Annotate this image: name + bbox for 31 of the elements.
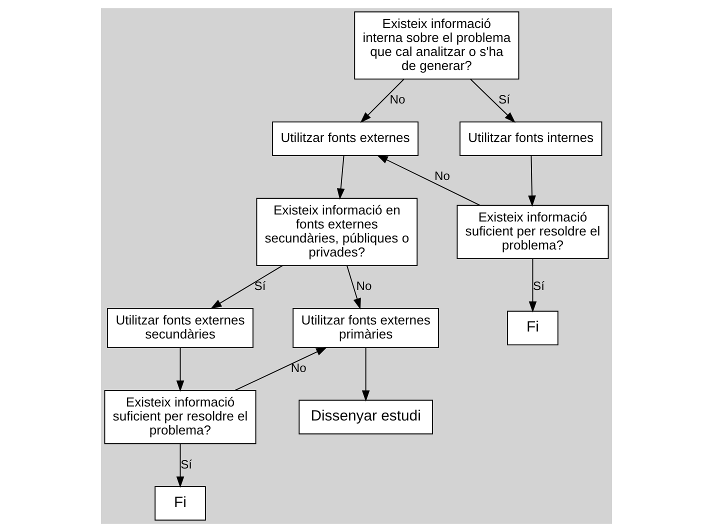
edge-label: No [434,169,450,184]
edge-label: No [356,279,372,294]
arrow [336,155,344,200]
node-box: Utilitzar fonts externes primàries [292,308,439,348]
node-box: Existeix informació en fonts externes secundàries, públiques o privades? [256,198,418,266]
node-box: Utilitzar fonts externes [272,121,418,156]
arrow [469,78,516,123]
arrow [176,347,184,392]
arrow [528,155,536,207]
arrow [376,154,480,206]
node-box: Existeix informació suficient per resoldre el problema? [456,204,608,259]
arrow [176,443,184,488]
arrow [234,347,327,391]
arrow [210,265,283,309]
arrow [360,78,404,123]
node-box: Utilitzar fonts internes [459,121,602,156]
node-box: Existeix informació interna sobre el problema que cal analitzar o s'ha de generar? [354,11,519,80]
edge-label: Sí [180,457,192,472]
edge-label: No [389,92,405,107]
arrow [346,265,360,310]
node-box: Fi [154,486,206,521]
edge-label: Sí [532,279,544,294]
arrow [528,258,536,313]
arrow [361,347,370,402]
edge-label: Sí [498,92,510,107]
edge-label: Sí [254,279,266,294]
node-box: Fi [506,310,558,346]
node-box: Utilitzar fonts externes secundàries [106,308,253,348]
node-box: Dissenyar estudi [298,400,432,434]
node-box: Existeix informació suficient per resoldre el problema? [104,390,256,444]
edge-label: No [290,361,306,376]
